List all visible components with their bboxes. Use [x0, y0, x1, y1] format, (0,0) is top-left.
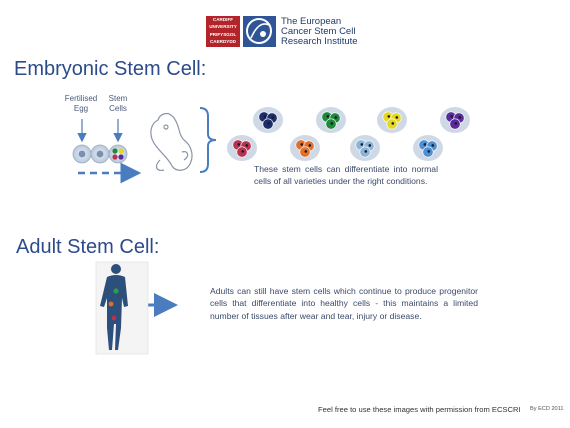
cell-yellow	[377, 107, 407, 133]
cell-green	[316, 107, 346, 133]
logo-line: UNIVERSITY	[209, 24, 237, 30]
credit-note: By ECD 2011	[530, 406, 564, 412]
cell-blue	[413, 135, 443, 161]
institute-name: The European Cancer Stem Cell Research I…	[281, 17, 401, 47]
institute-name-line: Research Institute	[281, 36, 358, 47]
institute-name-line: The European	[281, 16, 342, 27]
stem-cell-cluster	[108, 144, 128, 164]
adult-description: Adults can still have stem cells which c…	[210, 286, 478, 321]
label-line: Stem	[108, 94, 128, 103]
fertilised-egg-cell	[72, 144, 92, 164]
usage-permission-note: Feel free to use these images with permi…	[318, 405, 521, 414]
cell-purple	[440, 107, 470, 133]
embryonic-stem-cell-title: Embryonic Stem Cell:	[14, 58, 207, 80]
label-line: Egg	[73, 104, 89, 113]
label-line: Cells	[109, 104, 127, 113]
human-body-icon	[95, 261, 149, 355]
cell-light-blue	[350, 135, 380, 161]
institute-emblem-icon	[243, 16, 276, 47]
adult-stem-cell-title: Adult Stem Cell:	[16, 236, 160, 258]
stem-cells-label: Stem Cells	[104, 94, 132, 114]
embryonic-description: These stem cells can differentiate into …	[254, 164, 438, 187]
institute-name-line: Cancer Stem Cell	[281, 26, 356, 37]
cardiff-university-logo: CARDIFF UNIVERSITY PRIFYSGOL CAERDYDD	[206, 16, 240, 47]
fertilised-egg-label: Fertilised Egg	[60, 94, 102, 114]
cell-dark-navy	[253, 107, 283, 133]
logo-line: CARDIFF	[212, 17, 234, 22]
embryo-icon	[150, 112, 193, 171]
label-line: Fertilised	[64, 94, 98, 103]
egg-cell-second	[90, 144, 110, 164]
logo-line: CAERDYDD	[209, 39, 237, 45]
cell-orange	[290, 135, 320, 161]
cell-red-purple	[227, 135, 257, 161]
differentiation-bracket	[199, 107, 217, 173]
logo-line: PRIFYSGOL	[209, 31, 237, 37]
